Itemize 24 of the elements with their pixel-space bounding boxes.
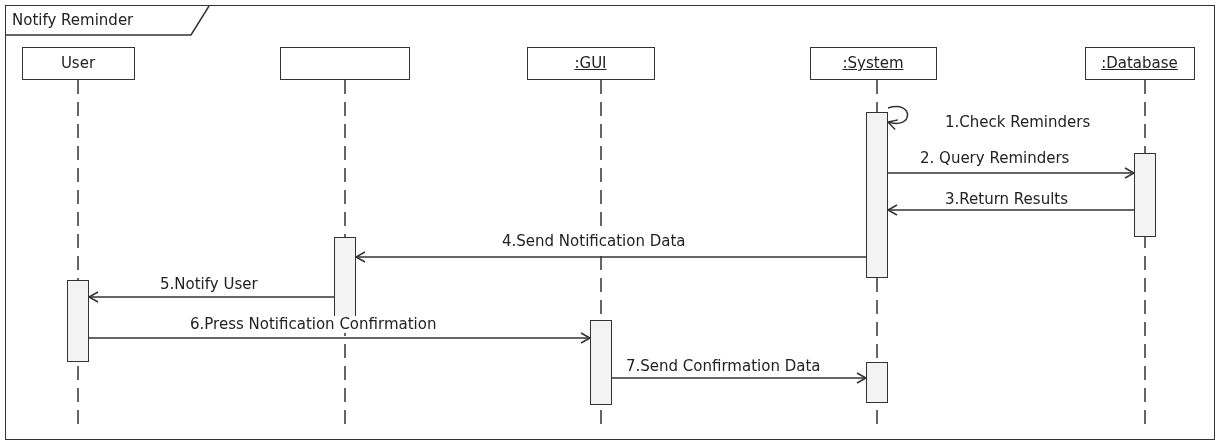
- activation-bar: [589, 319, 612, 405]
- activation-bar: [66, 279, 89, 362]
- lifeline-box: :GUI: [526, 46, 655, 80]
- lifeline-box: User: [21, 46, 135, 80]
- lifeline-box: :Database: [1084, 46, 1195, 80]
- message-label: 4.Send Notification Data: [500, 233, 688, 250]
- message-arrow: [887, 167, 1135, 179]
- activation-bar: [1133, 152, 1156, 237]
- message-arrow: [88, 332, 591, 344]
- activation-bar: [333, 236, 356, 318]
- message-arrow: [88, 291, 335, 303]
- message-label: 2. Query Reminders: [918, 150, 1072, 167]
- lifeline-box: [279, 46, 410, 80]
- message-arrow: [355, 251, 867, 263]
- activation-bar: [865, 361, 888, 403]
- activation-bar: [865, 111, 888, 278]
- message-arrow: [611, 372, 867, 384]
- message-label: 5.Notify User: [158, 276, 260, 293]
- message-arrow: [887, 106, 909, 130]
- message-label: 6.Press Notification Confirmation: [188, 316, 439, 333]
- message-arrow: [887, 204, 1135, 216]
- lifeline-box: :System: [809, 46, 937, 80]
- frame-title: Notify Reminder: [12, 11, 134, 29]
- frame: [5, 5, 1215, 440]
